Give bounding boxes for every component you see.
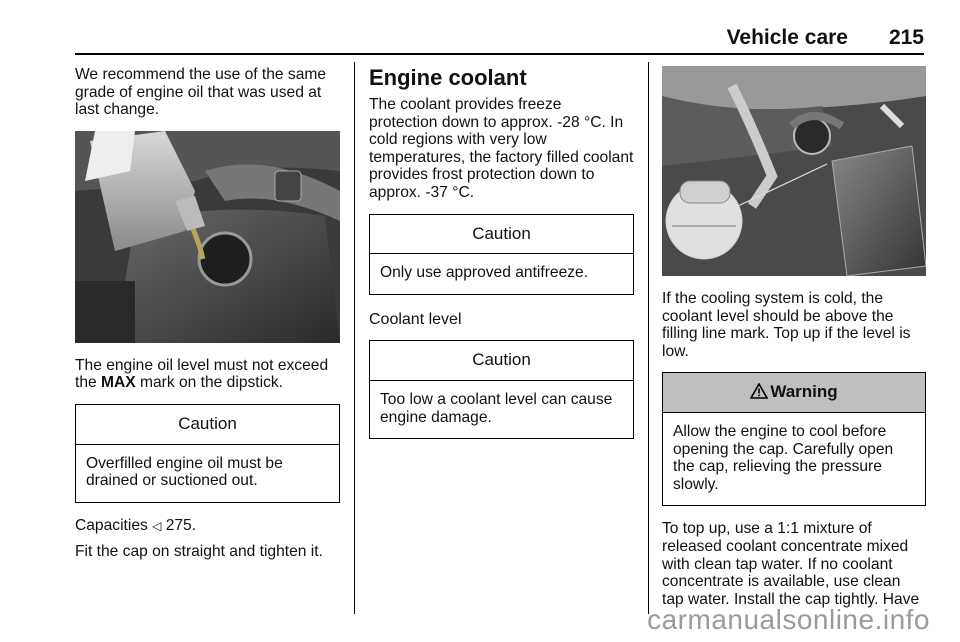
cold-system-text: If the cooling system is cold, the coola…	[662, 290, 911, 360]
coolant-level-heading: Coolant level	[369, 310, 462, 328]
caution-title: Caution	[370, 341, 633, 381]
caution-text: Overfilled engine oil must be drained or…	[86, 454, 283, 490]
coolant-intro-text: The coolant provides freeze protection d…	[369, 96, 634, 201]
header-rule	[75, 53, 924, 55]
column-divider	[354, 62, 355, 614]
topup-text: To top up, use a 1:1 mixture of released…	[662, 520, 920, 608]
caution-text: Only use approved antifreeze.	[380, 264, 589, 282]
caution-box: Caution Overfilled engine oil must be dr…	[75, 403, 340, 503]
column-1: We recommend the use of the same grade o…	[75, 66, 340, 561]
warning-box: Warning Allow the engine to cool before …	[662, 372, 926, 507]
column-divider	[648, 62, 649, 614]
caution-title: Caution	[76, 405, 339, 445]
caution-text: Too low a coolant level can cause engine…	[380, 390, 613, 426]
oil-level-text: The engine oil level must not exceed the…	[75, 356, 329, 392]
page-number: 215	[888, 26, 924, 49]
coolant-reservoir-image	[662, 66, 926, 276]
cap-text: Fit the cap on straight and tighten it.	[75, 543, 323, 561]
page-ref-icon: ◁	[152, 518, 162, 533]
section-title: Vehicle care	[726, 26, 848, 49]
capacities-text: Capacities ◁ 275.	[75, 516, 197, 534]
warning-title: Warning	[770, 382, 838, 402]
capacities-ref-link[interactable]: 275.	[161, 516, 197, 534]
caution-box: Caution Only use approved antifreeze.	[369, 213, 634, 295]
caution-title: Caution	[370, 215, 633, 255]
warning-triangle-icon	[750, 383, 769, 400]
oil-grade-text: We recommend the use of the same grade o…	[75, 66, 327, 119]
column-2: Engine coolant The coolant provides free…	[369, 65, 634, 440]
engine-coolant-heading: Engine coolant	[369, 65, 527, 90]
caution-box: Caution Too low a coolant level can caus…	[369, 340, 634, 440]
column-3: If the cooling system is cold, the coola…	[662, 66, 926, 608]
warning-text: Allow the engine to cool before opening …	[673, 422, 894, 493]
watermark: carmanualsonline.info	[647, 604, 930, 635]
warning-header: Warning	[663, 373, 925, 413]
engine-oil-fill-image	[75, 130, 340, 343]
